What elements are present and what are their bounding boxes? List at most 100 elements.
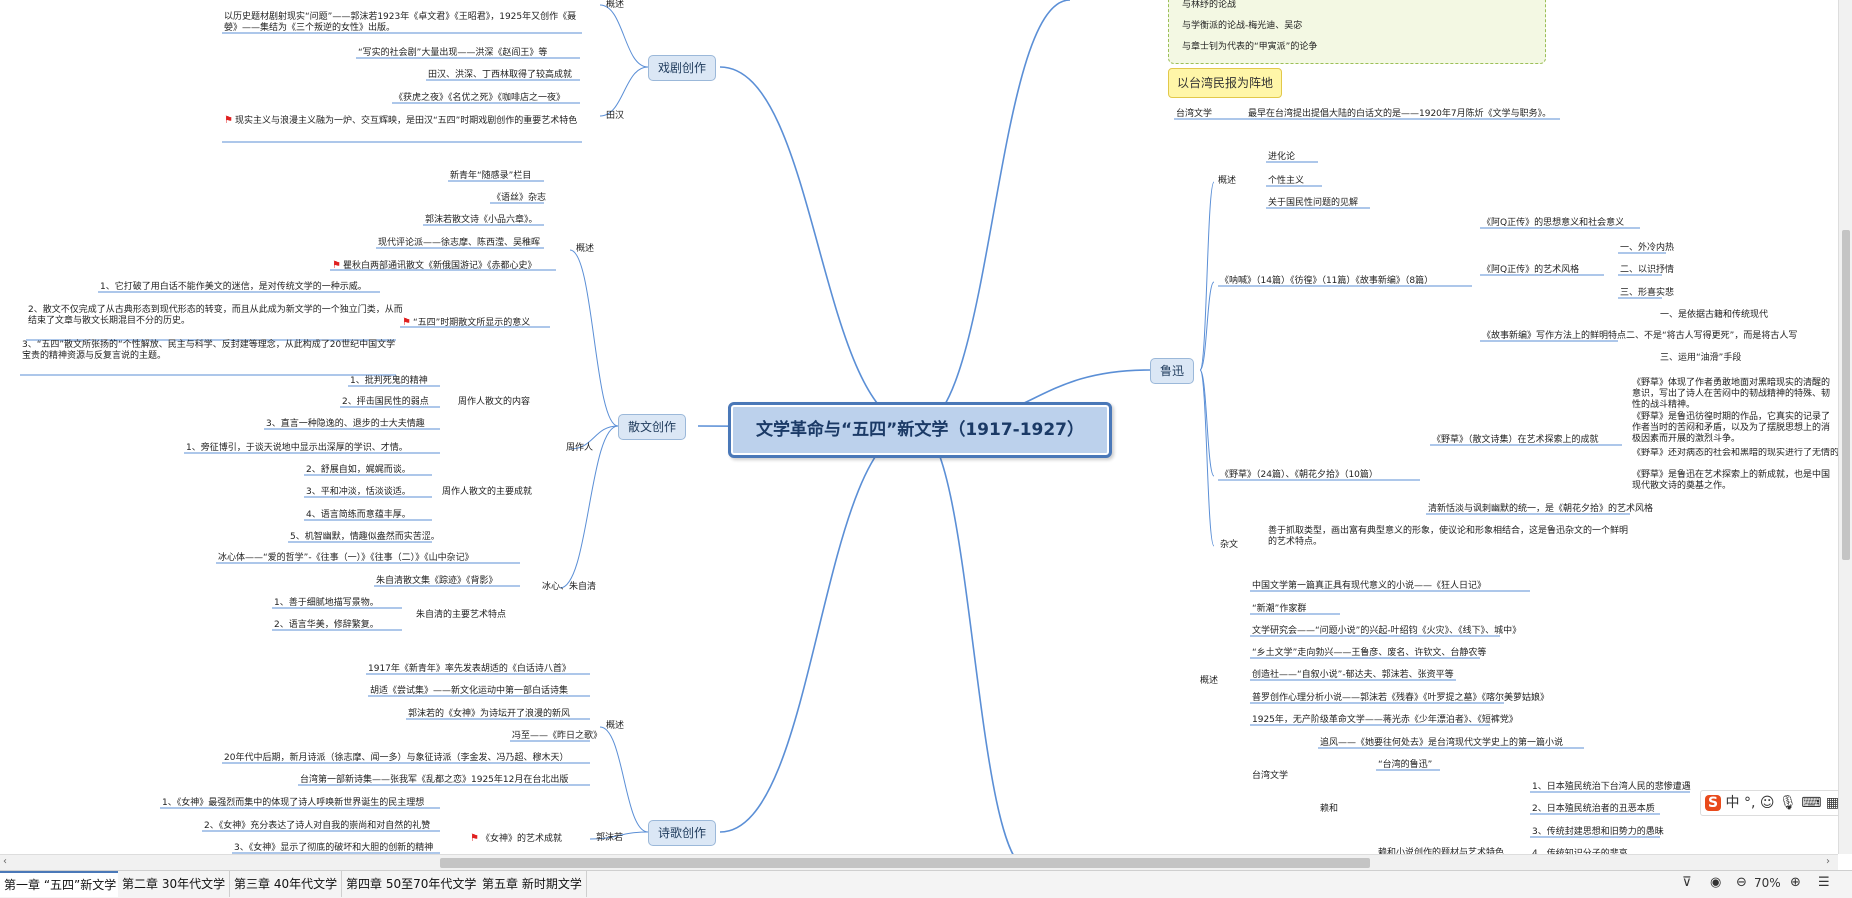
leaf-node[interactable]: “新潮”作家群 [1252,604,1307,614]
mindmap-canvas[interactable]: 与林纾的论战 与学衡派的论战-梅光迪、吴宓 与章士钊为代表的“甲寅派”的论争 以… [0,0,1852,870]
leaf-node[interactable]: 田汉、洪深、丁西林取得了较高成就 [428,70,573,80]
leaf-node[interactable]: 3、传统封建思想和旧势力的愚昧 [1532,827,1664,837]
leaf-node[interactable]: 清新恬淡与讽刺幽默的统一，是《朝花夕拾》的艺术风格 [1428,504,1654,514]
ime-toolbar[interactable]: S 中 °, ☺ 🎙 ⌨ ▦ [1700,790,1845,816]
leaf-node[interactable]: 与章士钊为代表的“甲寅派”的论争 [1182,42,1318,52]
leaf-node[interactable]: 2、《女神》充分表达了诗人对自我的崇尚和对自然的礼赞 [204,821,431,831]
horizontal-scrollbar[interactable]: ‹ › [0,854,1838,870]
leaf-node[interactable]: 中国文学第一篇真正具有现代意义的小说——《狂人日记》 [1252,581,1487,591]
leaf-node[interactable]: 《阿Q正传》的思想意义和社会意义 [1482,218,1625,228]
callout-note[interactable]: 以台湾民报为阵地 [1168,68,1283,98]
node-azhen-style[interactable]: 《阿Q正传》的艺术风格 [1482,265,1580,275]
leaf-node[interactable]: 朱自清散文集《踪迹》《背影》 [376,576,498,586]
node-luxun-novels[interactable]: 《呐喊》（14篇）《彷徨》（11篇）《故事新编》（8篇） [1220,276,1434,286]
leaf-node[interactable]: 冯至——《昨日之歌》 [512,731,603,741]
leaf-node[interactable]: 台湾第一部新诗集——张我军《乱都之恋》1925年12月在台北出版 [300,775,569,785]
leaf-node[interactable]: 文学研究会——“问题小说”的兴起-叶绍钧《火灾》、《线下》、城中》 [1252,626,1522,636]
leaf-node[interactable]: 二、以识抒情 [1620,265,1675,275]
leaf-node[interactable]: 1、批判死鬼的精神 [350,376,428,386]
leaf-node[interactable]: 现代评论派——徐志摩、陈西滢、吴稚晖 [378,238,541,248]
leaf-node[interactable]: 1917年《新青年》率先发表胡适的《白话诗八首》 [368,664,571,674]
leaf-node[interactable]: 3、“五四”散文所张扬的“个性解放、民主与科学、反封建等理念，从此构成了20世纪… [22,340,396,361]
leaf-node[interactable]: 1、《女神》最强烈而集中的体现了诗人呼唤新世界诞生的民主理想 [162,798,425,808]
leaf-node[interactable]: 5、机智幽默，情趣似盎然而实苦涩。 [290,532,440,542]
leaf-node[interactable]: 一、是依据古籍和传统现代 [1660,310,1769,320]
leaf-node[interactable]: 2、抨击国民性的弱点 [342,397,429,407]
flagged-leaf[interactable]: ⚑现实主义与浪漫主义融为一炉、交互辉映，是田汉“五四”时期戏剧创作的重要艺术特色 [224,115,578,126]
eye-icon[interactable]: ◉ [1710,875,1722,890]
leaf-node[interactable]: 个性主义 [1268,176,1305,186]
punctuation-icon[interactable]: °, [1744,795,1756,811]
leaf-node[interactable]: 3、直言一种隐逸的、退步的士大夫情趣 [266,419,425,429]
node-luxun-overview[interactable]: 概述 [1218,176,1237,186]
leaf-node[interactable]: 新青年“随感录”栏目 [450,171,532,181]
leaf-node[interactable]: 郭沫若的《女神》为诗坛开了浪漫的新风 [408,709,571,719]
menu-icon[interactable]: ☰ [1818,875,1830,890]
leaf-node[interactable]: 进化论 [1268,152,1296,162]
node-laihe[interactable]: 赖和 [1320,804,1339,814]
node-drama-overview[interactable]: 概述 [606,0,625,10]
leaf-node[interactable]: 1、日本殖民统治下台湾人民的悲惨遭遇 [1532,782,1691,792]
filter-icon[interactable]: ⊽ [1682,875,1692,890]
keyboard-icon[interactable]: ⌨ [1801,795,1822,811]
leaf-node[interactable]: 《野草》体现了作者勇敢地面对黑暗现实的清醒的意识，写出了诗人在苦闷中的韧战精神的… [1632,378,1831,410]
leaf-node[interactable]: 与学衡派的论战-梅光迪、吴宓 [1182,21,1303,31]
node-zhou-content[interactable]: 周作人散文的内容 [458,397,531,407]
topic-poetry[interactable]: 诗歌创作 [648,820,717,846]
leaf-node[interactable]: 胡适《尝试集》——新文化运动中第一部白话诗集 [370,686,569,696]
node-laihe-feature[interactable]: 赖和小说创作的题材与艺术特色 [1378,848,1505,858]
emoji-icon[interactable]: ☺ [1759,795,1775,811]
tab-chapter-2[interactable]: 第二章 30年代文学 [118,871,231,897]
leaf-node[interactable]: 《语丝》杂志 [492,193,547,203]
flagged-leaf[interactable]: ⚑瞿秋白两部通讯散文《新俄国游记》《赤都心史》 [332,260,537,271]
leaf-node[interactable]: 以历史题材剧射现实“问题”——郭沫若1923年《卓文君》《王昭君》，1925年又… [224,12,577,33]
ime-mode-label[interactable]: 中 [1725,795,1740,811]
leaf-node[interactable]: “乡土文学”走向勃兴——王鲁彦、废名、许钦文、台静农等 [1252,648,1487,658]
leaf-node[interactable]: 1、善于细腻地描写景物。 [274,598,379,608]
node-guo-moruo[interactable]: 郭沫若 [596,833,624,843]
leaf-node[interactable]: 2、语言华美，修辞繁复。 [274,620,379,630]
leaf-node[interactable]: 2、舒展自如，娓娓而谈。 [306,465,411,475]
leaf-node[interactable]: 二、不是“将古人写得更死”，而是将古人写 [1626,331,1798,341]
node-zhou-zuoren[interactable]: 周作人 [566,443,594,453]
node-yecao-art[interactable]: 《野草》（散文诗集）在艺术探索上的成就 [1432,435,1599,445]
zoom-out-icon[interactable]: ⊖ [1736,875,1747,890]
leaf-node[interactable]: 4、语言简练而意蕴丰厚。 [306,510,411,520]
leaf-node[interactable]: 1、旁征博引，于谈天说地中显示出深厚的学识、才情。 [186,443,408,453]
leaf-node[interactable]: 最早在台湾提出提倡大陆的白话文的是——1920年7月陈炘《文学与职务》。 [1248,109,1552,119]
vertical-scroll-thumb[interactable] [1842,230,1850,560]
leaf-node[interactable]: 20年代中后期，新月诗派（徐志摩、闻一多）与象征诗派（李金发、冯乃超、穆木天） [224,753,569,763]
zoom-in-icon[interactable]: ⊕ [1790,875,1801,890]
horizontal-scroll-thumb[interactable] [440,858,1370,868]
leaf-node[interactable]: “台湾的鲁迅” [1378,760,1433,770]
node-significance[interactable]: ⚑“五四”时期散文所显示的意义 [402,317,531,328]
leaf-node[interactable]: 普罗创作心理分析小说——郭沫若《残春》《叶罗提之墓》《喀尔美萝姑娘》 [1252,693,1550,703]
scroll-left-icon[interactable]: ‹ [3,856,7,867]
tab-chapter-3[interactable]: 第三章 40年代文学 [230,871,343,897]
leaf-node[interactable]: 追风——《她要往何处去》是台湾现代文学史上的第一篇小说 [1320,738,1564,748]
leaf-node[interactable]: 冰心体——“爱的哲学”-《往事（一）》《往事（二）》《山中杂记》 [218,553,474,563]
node-zhou-achieve[interactable]: 周作人散文的主要成就 [442,487,533,497]
microphone-icon[interactable]: 🎙 [1778,795,1797,811]
leaf-node[interactable]: 2、日本殖民统治者的丑恶本质 [1532,804,1655,814]
leaf-node[interactable]: 《野草》是鲁迅在艺术探索上的新成就，也是中国现代散文诗的奠基之作。 [1632,470,1831,491]
tab-chapter-5[interactable]: 第五章 新时期文学 [478,871,587,897]
leaf-node[interactable]: 三、形喜实悲 [1620,288,1675,298]
node-taiwan-literature[interactable]: 台湾文学 [1176,109,1213,119]
leaf-node[interactable]: 1925年，无产阶级革命文学——蒋光赤《少年漂泊者》、《短裤党》 [1252,715,1518,725]
tab-chapter-4[interactable]: 第四章 50至70年代文学 [342,871,482,897]
leaf-node[interactable]: 2、散文不仅完成了从古典形态到现代形态的转变，而且从此成为新文学的一个独立门类，… [28,305,403,326]
node-goddess-art[interactable]: ⚑《女神》的艺术成就 [470,833,562,844]
leaf-node[interactable]: 善于抓取类型，画出富有典型意义的形象，使议论和形象相结合，这是鲁迅杂文的一个鲜明… [1268,526,1629,547]
grid-menu-icon[interactable]: ▦ [1825,795,1840,811]
node-zawen[interactable]: 杂文 [1220,540,1239,550]
scroll-right-icon[interactable]: › [1826,856,1830,867]
leaf-node[interactable]: 《野草》还对病态的社会和黑暗的现实进行了无情的揭露。 [1632,448,1839,458]
leaf-node[interactable]: 1、它打破了用白话不能作美文的迷信，是对传统文学的一种示威。 [100,282,367,292]
topic-prose[interactable]: 散文创作 [618,414,687,440]
node-tian-han[interactable]: 田汉 [606,111,625,121]
leaf-node[interactable]: 关于国民性问题的见解 [1268,198,1359,208]
leaf-node[interactable]: 郭沫若散文诗《小品六章》。 [425,215,538,225]
topic-drama[interactable]: 戏剧创作 [648,55,717,81]
tab-chapter-1[interactable]: 第一章 “五四”新文学 [0,871,122,897]
